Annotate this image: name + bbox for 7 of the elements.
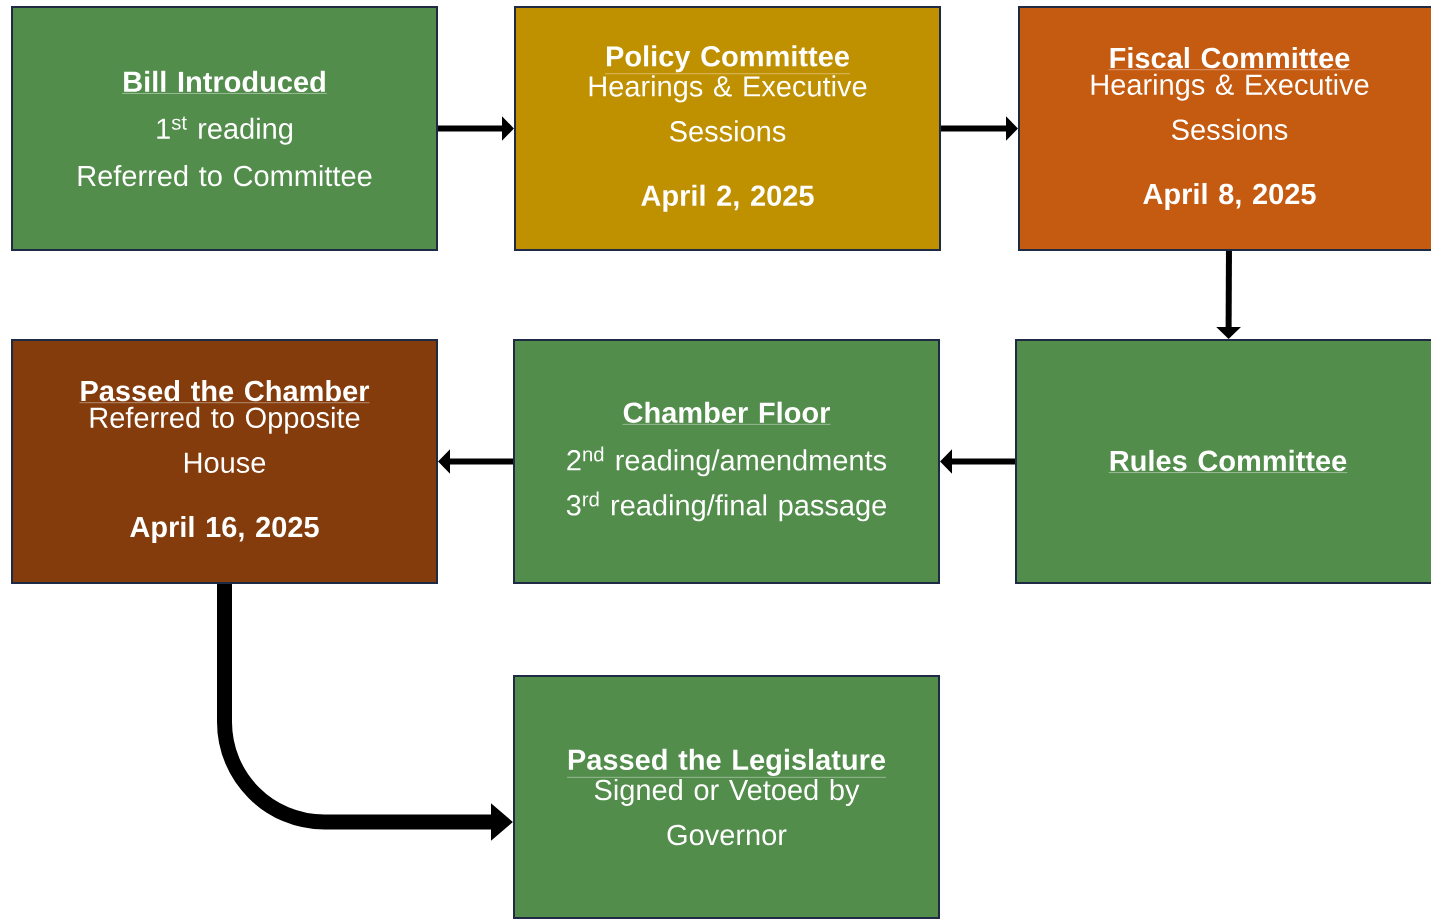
process-box: Passed the Chamber Referred to Opposite House April 16, 2025: [11, 339, 438, 584]
process-box: Bill Introduced 1$^{st}$ reading Referred to Committee: [11, 6, 438, 251]
process-box: Rules Committee: [1015, 339, 1431, 584]
process-box: Chamber Floor 2$^{nd}$ reading/amendments 3$^{rd}$ reading/final passage: [513, 339, 940, 584]
process-box: Fiscal Committee Hearings & Executive Sessions April 8, 2025: [1018, 6, 1431, 251]
process-box: Policy Committee Hearings & Executive Sessions April 2, 2025: [514, 6, 941, 251]
process-box: Passed the Legislature Signed or Vetoed by Governor: [513, 675, 940, 919]
